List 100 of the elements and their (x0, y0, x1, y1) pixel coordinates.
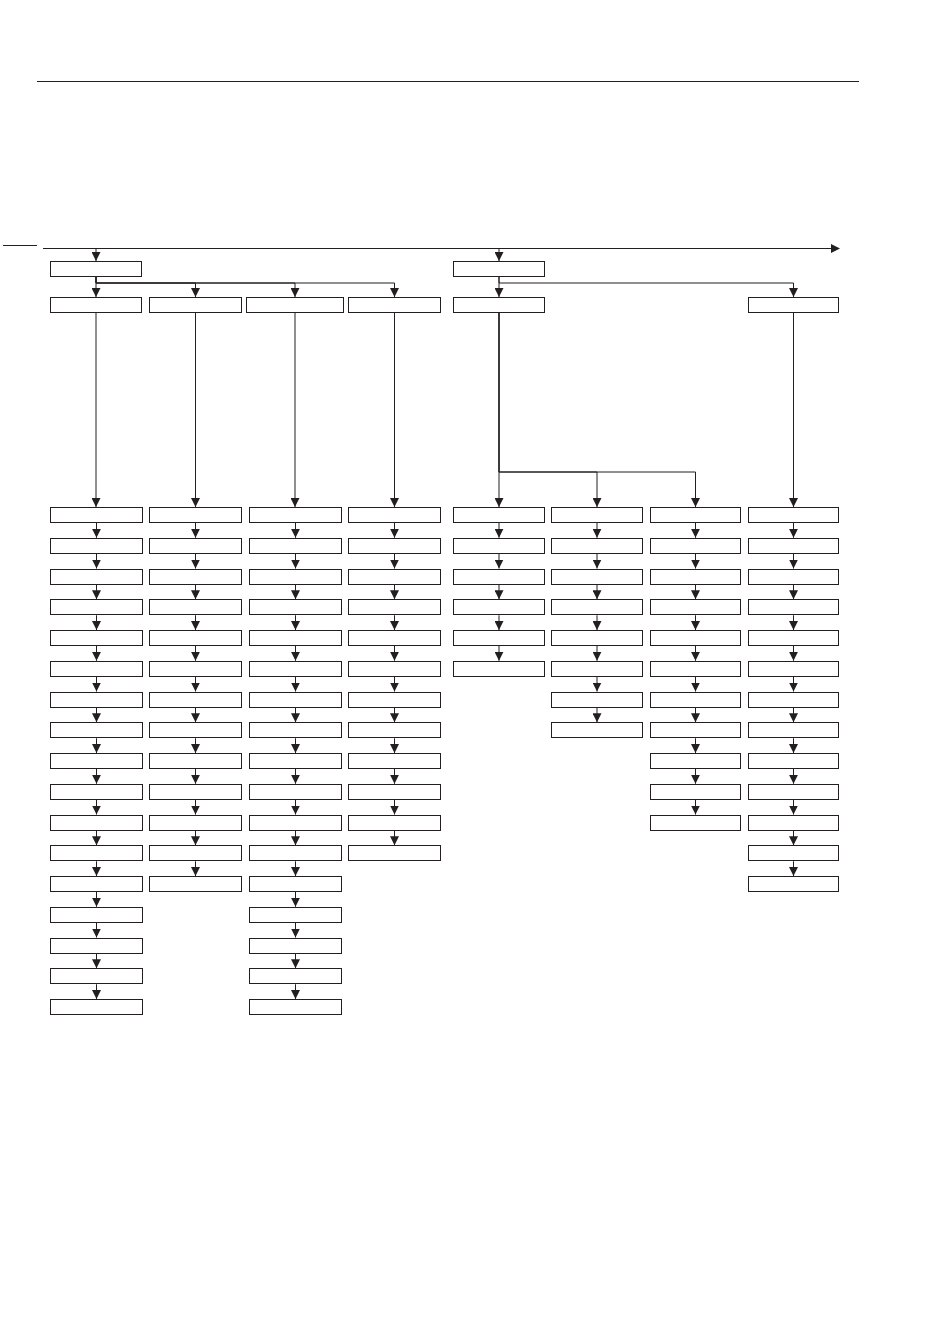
empty-box (348, 507, 441, 523)
arrow (291, 645, 300, 662)
empty-box (149, 660, 242, 677)
arrow (789, 707, 798, 723)
empty-box (249, 568, 342, 585)
empty-box (249, 691, 342, 708)
empty-box (551, 630, 643, 646)
empty-box (748, 783, 839, 800)
empty-box (551, 599, 643, 616)
empty-box (348, 845, 441, 862)
arrow (494, 645, 504, 662)
arrow (92, 522, 101, 539)
empty-box (50, 783, 143, 800)
empty-box (249, 660, 342, 677)
empty-box (50, 691, 143, 708)
arrow (494, 522, 504, 539)
arrow (191, 312, 200, 508)
arrow (291, 922, 300, 938)
arrow (691, 553, 700, 569)
empty-box (249, 876, 342, 892)
arrow (92, 614, 101, 631)
arrow (390, 522, 399, 539)
arrow (592, 584, 602, 600)
empty-box (249, 599, 342, 616)
arrow (191, 522, 200, 539)
empty-box (348, 537, 441, 554)
empty-box (551, 722, 643, 739)
empty-box (348, 660, 441, 677)
arrow (92, 983, 101, 1000)
arrow (494, 248, 504, 262)
empty-box (551, 507, 643, 523)
empty-box (249, 937, 342, 954)
empty-box (748, 814, 839, 831)
empty-box (748, 599, 839, 616)
empty-box (748, 722, 839, 739)
arrow (191, 768, 200, 785)
arrow (92, 860, 101, 877)
empty-box (453, 507, 545, 523)
arrow (789, 830, 798, 846)
empty-box (249, 906, 342, 923)
arrow (191, 553, 200, 569)
empty-box (249, 537, 342, 554)
empty-box (50, 599, 143, 616)
empty-box (348, 753, 441, 769)
empty-box (650, 722, 741, 739)
empty-box (748, 297, 839, 313)
arrow (92, 737, 101, 754)
empty-box (748, 537, 839, 554)
arrow (691, 768, 700, 785)
empty-box (348, 783, 441, 800)
empty-box (249, 507, 342, 523)
arrow (191, 799, 200, 815)
arrow (691, 614, 700, 631)
arrow (691, 645, 700, 662)
arrow (92, 891, 101, 908)
arrow (291, 522, 300, 539)
empty-box (50, 906, 143, 923)
arrow (789, 860, 798, 877)
arrow (291, 983, 300, 1000)
empty-box (246, 297, 344, 313)
arrow (92, 799, 101, 815)
empty-box (50, 722, 143, 739)
empty-box (50, 507, 143, 523)
arrow (95, 276, 399, 298)
arrow (92, 645, 101, 662)
arrow (691, 584, 700, 600)
empty-box (748, 691, 839, 708)
arrow (92, 553, 101, 569)
arrow (92, 707, 101, 723)
empty-box (748, 660, 839, 677)
arrow (191, 676, 200, 692)
empty-box (50, 297, 142, 313)
arrow (191, 645, 200, 662)
empty-box (348, 599, 441, 616)
arrow (691, 799, 700, 815)
arrow (92, 953, 101, 969)
empty-box (348, 630, 441, 646)
arrow (494, 584, 504, 600)
empty-box (149, 753, 242, 769)
arrow (498, 312, 700, 508)
empty-box (149, 599, 242, 616)
empty-box (249, 814, 342, 831)
arrow (291, 860, 300, 877)
arrow (91, 248, 101, 262)
empty-box (650, 753, 741, 769)
arrow (390, 614, 399, 631)
arrow (390, 584, 399, 600)
empty-box (453, 568, 545, 585)
empty-box (149, 845, 242, 862)
arrow (91, 312, 101, 508)
empty-box (149, 537, 242, 554)
arrow (494, 553, 504, 569)
arrow (592, 614, 602, 631)
empty-box (149, 297, 242, 313)
arrow (92, 922, 101, 938)
empty-box (50, 876, 143, 892)
empty-box (149, 783, 242, 800)
arrow (191, 860, 200, 877)
arrow (789, 799, 798, 815)
arrow (498, 276, 798, 298)
